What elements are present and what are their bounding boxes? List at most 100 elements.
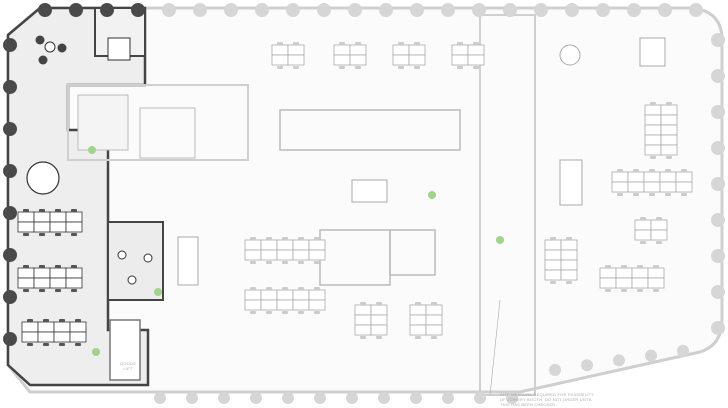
column bbox=[3, 290, 17, 304]
chair bbox=[617, 169, 623, 172]
desk bbox=[660, 114, 678, 126]
column bbox=[442, 392, 454, 404]
chair bbox=[55, 209, 61, 212]
chair bbox=[39, 289, 45, 292]
column bbox=[3, 206, 17, 220]
round-table bbox=[26, 161, 60, 195]
desk bbox=[49, 267, 67, 279]
desk bbox=[244, 299, 262, 311]
column bbox=[3, 332, 17, 346]
chair bbox=[298, 261, 304, 264]
column bbox=[441, 3, 455, 17]
desk bbox=[644, 104, 662, 116]
desk bbox=[244, 289, 262, 301]
chair bbox=[665, 169, 671, 172]
chair bbox=[640, 241, 646, 244]
desk bbox=[69, 321, 87, 333]
chair bbox=[650, 156, 656, 159]
desk bbox=[467, 44, 485, 56]
column bbox=[711, 69, 725, 83]
chair bbox=[298, 287, 304, 290]
desk bbox=[287, 54, 305, 66]
column bbox=[711, 285, 725, 299]
desk bbox=[65, 267, 83, 279]
desk bbox=[354, 324, 372, 336]
desk bbox=[65, 277, 83, 289]
column bbox=[379, 3, 393, 17]
desk bbox=[627, 181, 645, 193]
chair bbox=[617, 193, 623, 196]
desk bbox=[370, 304, 388, 316]
column bbox=[711, 141, 725, 155]
chair bbox=[339, 42, 345, 45]
desk bbox=[599, 267, 617, 279]
chair bbox=[71, 209, 77, 212]
chair bbox=[621, 265, 627, 268]
chair bbox=[398, 42, 404, 45]
lounge-chair bbox=[57, 43, 67, 53]
column bbox=[282, 392, 294, 404]
desk bbox=[260, 289, 278, 301]
desk bbox=[260, 239, 278, 251]
desk bbox=[292, 249, 310, 261]
chair bbox=[457, 42, 463, 45]
desk bbox=[271, 54, 289, 66]
lounge-chair bbox=[117, 250, 127, 260]
column bbox=[378, 392, 390, 404]
chair bbox=[55, 289, 61, 292]
desk bbox=[53, 321, 71, 333]
desk bbox=[560, 249, 578, 261]
desk bbox=[611, 171, 629, 183]
desk bbox=[644, 144, 662, 156]
desk bbox=[634, 229, 652, 241]
desk bbox=[647, 277, 665, 289]
lounge-chair bbox=[38, 55, 48, 65]
chair bbox=[282, 261, 288, 264]
chair bbox=[649, 193, 655, 196]
desk bbox=[544, 249, 562, 261]
column bbox=[711, 105, 725, 119]
column bbox=[218, 392, 230, 404]
column bbox=[3, 80, 17, 94]
core bbox=[67, 84, 249, 161]
desk bbox=[49, 221, 67, 233]
desk bbox=[644, 134, 662, 146]
desk bbox=[354, 304, 372, 316]
desk bbox=[560, 269, 578, 281]
desk bbox=[409, 304, 427, 316]
column bbox=[711, 321, 725, 335]
desk bbox=[631, 267, 649, 279]
chair bbox=[376, 336, 382, 339]
column bbox=[503, 3, 517, 17]
desk bbox=[276, 249, 294, 261]
desk bbox=[544, 269, 562, 281]
desk bbox=[451, 54, 469, 66]
desk bbox=[292, 299, 310, 311]
desk bbox=[634, 219, 652, 231]
chair bbox=[431, 336, 437, 339]
desk bbox=[49, 211, 67, 223]
desk bbox=[660, 124, 678, 136]
column bbox=[689, 3, 703, 17]
chair bbox=[27, 319, 33, 322]
column bbox=[506, 392, 518, 404]
desk bbox=[392, 54, 410, 66]
column bbox=[565, 3, 579, 17]
chair bbox=[360, 336, 366, 339]
column bbox=[613, 354, 625, 367]
desk bbox=[370, 314, 388, 326]
site-measure-note: SITE MEASURE REQUIRED FOR FEASIBILITY OF… bbox=[500, 392, 594, 407]
round-table bbox=[559, 44, 581, 66]
chair bbox=[550, 281, 556, 284]
column bbox=[250, 392, 262, 404]
chair bbox=[360, 302, 366, 305]
breakout-room bbox=[107, 221, 164, 301]
column bbox=[534, 3, 548, 17]
column bbox=[658, 3, 672, 17]
chair bbox=[314, 237, 320, 240]
desk bbox=[349, 44, 367, 56]
desk bbox=[276, 239, 294, 251]
desk bbox=[33, 277, 51, 289]
column bbox=[627, 3, 641, 17]
